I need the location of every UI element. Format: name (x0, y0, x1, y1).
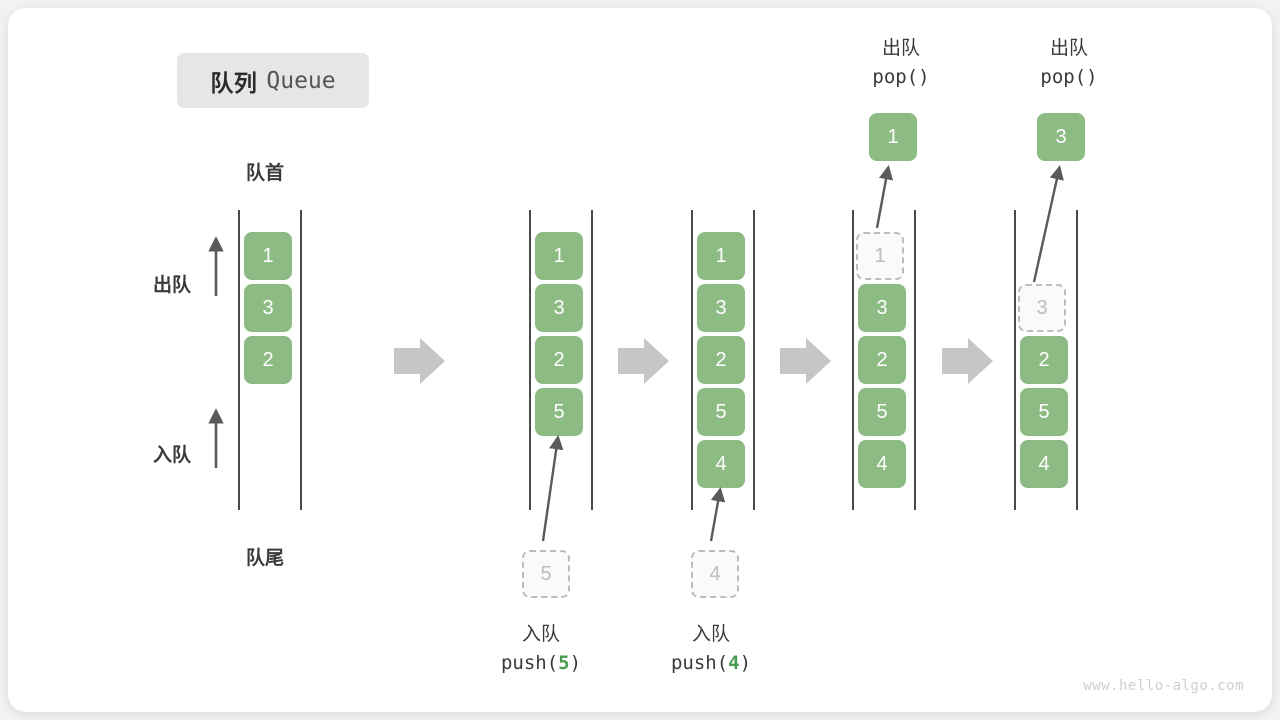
caption-push-4: 入队 push(4) (618, 620, 804, 679)
rail-right (1076, 210, 1078, 510)
queue-cell: 2 (535, 336, 583, 384)
label-enqueue-direction: 入队 (153, 445, 192, 466)
queue-cell: 4 (1020, 440, 1068, 488)
queue-cell-new: 5 (535, 388, 583, 436)
arrows-overlay (208, 165, 1064, 542)
queue-cell: 2 (244, 336, 292, 384)
flow-arrow-icon (618, 338, 669, 384)
pop-3-arrow (1032, 165, 1064, 283)
queue-cell: 3 (535, 284, 583, 332)
title-badge: 队列 Queue (177, 53, 369, 108)
ghost-cell-incoming: 4 (691, 550, 739, 598)
caption-chinese: 出队 (1049, 38, 1088, 59)
push-4-arrow (709, 487, 726, 542)
ghost-cell-incoming: 5 (522, 550, 570, 598)
flow-arrow-icon (942, 338, 993, 384)
queue-cell: 5 (697, 388, 745, 436)
queue-cell: 2 (858, 336, 906, 384)
queue-cell: 5 (858, 388, 906, 436)
rail-right (914, 210, 916, 510)
queue-cell: 3 (244, 284, 292, 332)
ghost-cell-removed: 1 (856, 232, 904, 280)
queue-cell: 4 (858, 440, 906, 488)
queue-cell: 1 (535, 232, 583, 280)
caption-chinese: 出队 (881, 38, 920, 59)
rail-right (300, 210, 302, 510)
queue-cell: 2 (1020, 336, 1068, 384)
queue-cell-new: 4 (697, 440, 745, 488)
title-chinese: 队列 (210, 69, 258, 96)
rail-right (591, 210, 593, 510)
queue-cell: 1 (697, 232, 745, 280)
popped-cell: 1 (869, 113, 917, 161)
queue-cell: 2 (697, 336, 745, 384)
caption-code: pop() (1040, 66, 1098, 89)
queue-cell: 5 (1020, 388, 1068, 436)
rail-left (1014, 210, 1016, 510)
rail-left (852, 210, 854, 510)
label-dequeue-direction: 出队 (153, 275, 192, 296)
caption-pop-3: 出队 pop() (976, 34, 1162, 93)
title-english: Queue (266, 67, 336, 94)
pop-1-arrow (875, 165, 894, 229)
flow-arrow-icon (780, 338, 831, 384)
popped-cell: 3 (1037, 113, 1085, 161)
rail-left (691, 210, 693, 510)
label-queue-head: 队首 (246, 163, 285, 184)
caption-code: push(4) (670, 652, 752, 675)
diagram-card: 队列 Queue 队首 队尾 出队 入队 1 3 2 1 3 2 5 5 入队 … (8, 8, 1272, 712)
watermark: www.hello-algo.com (1083, 678, 1244, 694)
push-5-arrow (541, 434, 564, 542)
caption-pop-1: 出队 pop() (808, 34, 994, 93)
caption-chinese: 入队 (521, 624, 560, 645)
queue-cell: 3 (858, 284, 906, 332)
queue-cell: 1 (244, 232, 292, 280)
rail-left (238, 210, 240, 510)
rail-right (753, 210, 755, 510)
ghost-cell-removed: 3 (1018, 284, 1066, 332)
label-queue-tail: 队尾 (246, 548, 285, 569)
caption-code: pop() (872, 66, 930, 89)
queue-cell: 3 (697, 284, 745, 332)
caption-code: push(5) (500, 652, 582, 675)
flow-arrow-icon (394, 338, 445, 384)
caption-push-5: 入队 push(5) (448, 620, 634, 679)
caption-chinese: 入队 (691, 624, 730, 645)
rail-left (529, 210, 531, 510)
